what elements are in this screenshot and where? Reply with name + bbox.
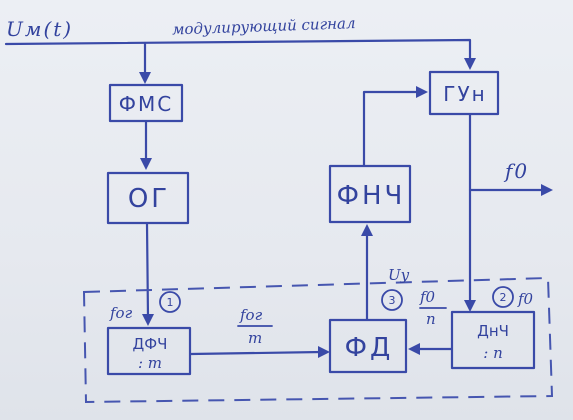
f0-n-numerator: f0 — [419, 288, 436, 306]
output-f0-label: f0 — [503, 159, 529, 183]
f-og-left-label: fог — [109, 304, 133, 322]
arrow-to-fnch — [361, 224, 373, 236]
fd-block — [328, 318, 408, 374]
marker-2-circle — [492, 286, 514, 308]
signal-label: Uм(t) — [6, 17, 73, 41]
arrow-to-gun — [464, 58, 476, 70]
arrow-to-og — [140, 158, 152, 170]
gun-block — [428, 70, 500, 116]
f0-n-denominator: n — [426, 310, 436, 328]
dfch-block — [106, 326, 192, 376]
dnch-label-top: ДнЧ — [477, 322, 509, 340]
gun-label: ГУн — [443, 82, 486, 106]
marker-2-label: 2 — [500, 291, 507, 304]
fnch-to-gun-line — [362, 90, 422, 167]
fd-label: ФД — [345, 333, 394, 363]
dfch-to-fd-line — [189, 350, 324, 356]
og-block — [106, 171, 190, 225]
og-label: ОГ — [128, 184, 170, 214]
marker-3-label: 3 — [389, 294, 396, 307]
arrow-to-gun-left — [416, 86, 428, 98]
f-og-mid-numerator: fог — [239, 306, 263, 324]
dnch-label-bottom: : n — [483, 344, 502, 362]
arrow-to-dfch — [142, 314, 154, 326]
arrow-to-fd-right — [408, 343, 420, 355]
arrow-to-fms — [139, 72, 151, 84]
arrow-to-dnch — [464, 300, 476, 312]
f0-right-label: f0 — [517, 290, 534, 308]
fnch-label: ФНЧ — [337, 181, 406, 211]
marker-3-circle — [381, 289, 403, 311]
dfch-label-top: ДФЧ — [133, 335, 168, 353]
og-to-dfch-line — [145, 222, 150, 320]
fms-label: ФМС — [119, 92, 173, 116]
pll-dashed-boundary — [82, 276, 554, 404]
dfch-label-bottom: : m — [138, 354, 162, 372]
arrow-to-fd-left — [318, 346, 330, 358]
uy-label: Uу — [388, 266, 410, 284]
marker-1-circle — [159, 291, 181, 313]
arrow-output — [541, 184, 553, 196]
dnch-block — [450, 310, 536, 370]
modulating-signal-line — [4, 38, 472, 64]
marker-1-label: 1 — [167, 296, 174, 309]
modulating-signal-caption: модулирующий сигнал — [172, 14, 356, 38]
f-og-mid-denominator: m — [248, 329, 262, 347]
fnch-block — [328, 164, 412, 224]
